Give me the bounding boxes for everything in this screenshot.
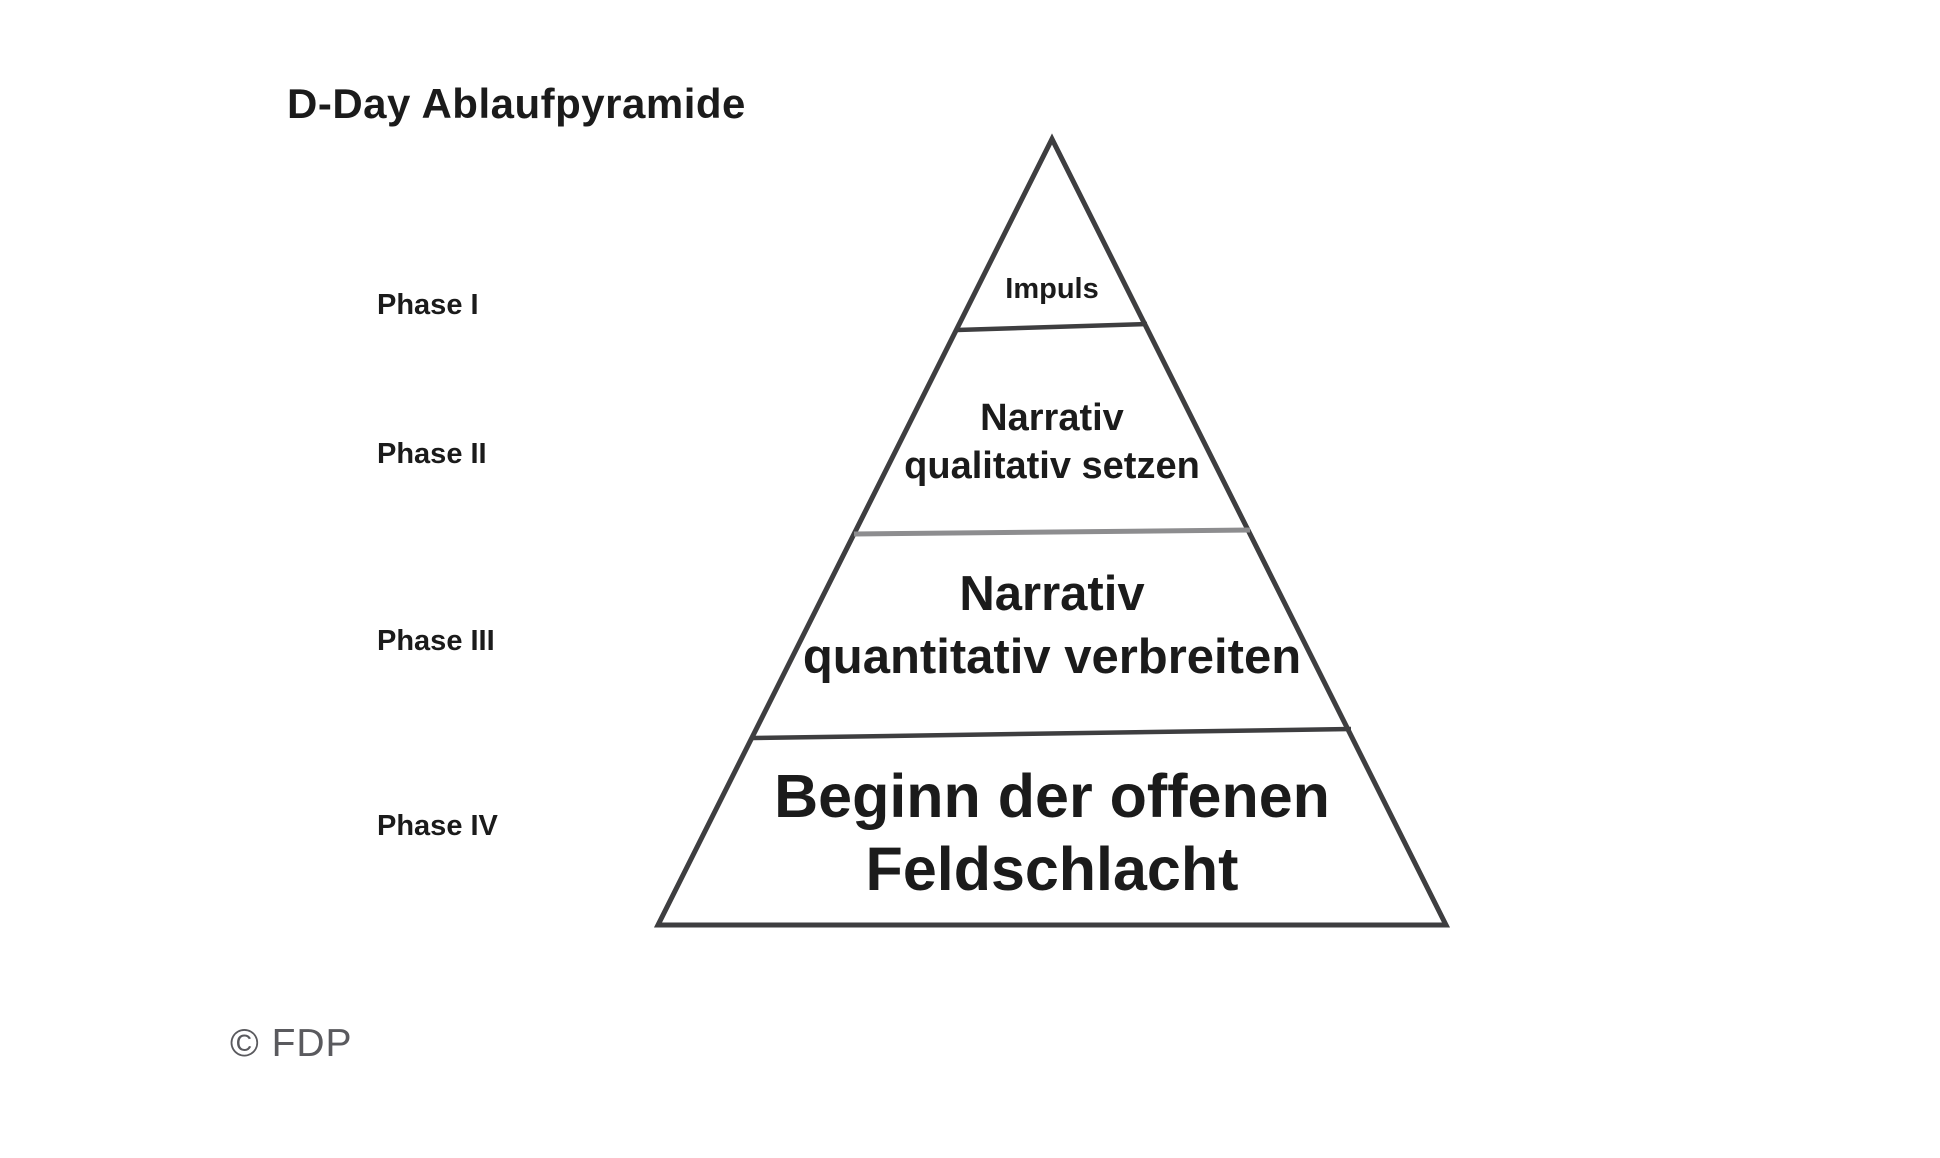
- pyramid-level-2-line-1: Narrativ: [980, 397, 1124, 439]
- diagram-title: D-Day Ablaufpyramide: [287, 80, 746, 127]
- pyramid-level-4-line-1: Beginn der offenen: [774, 762, 1330, 830]
- pyramid-level-2-text: Narrativ qualitativ setzen: [904, 394, 1200, 490]
- divider-phase3-4: [752, 726, 1352, 741]
- pyramid-level-4-line-2: Feldschlacht: [865, 835, 1239, 903]
- pyramid-level-1-text: Impuls: [1005, 271, 1098, 307]
- divider-phase2-3: [853, 527, 1251, 537]
- pyramid-level-3-line-1: Narrativ: [959, 567, 1145, 621]
- phase-label-3: Phase III: [377, 625, 495, 657]
- pyramid-level-1-line-1: Impuls: [1005, 273, 1099, 305]
- divider-phase1-2: [956, 321, 1148, 333]
- pyramid-level-2-line-2: qualitativ setzen: [904, 445, 1200, 487]
- copyright-label: © FDP: [230, 1022, 353, 1065]
- phase-label-4: Phase IV: [377, 810, 498, 842]
- pyramid-level-4-text: Beginn der offenen Feldschlacht: [774, 760, 1330, 906]
- pyramid-level-3-text: Narrativ quantitativ verbreiten: [803, 563, 1301, 689]
- phase-label-2: Phase II: [377, 438, 487, 470]
- phase-label-1: Phase I: [377, 289, 479, 321]
- pyramid-level-3-line-2: quantitativ verbreiten: [802, 630, 1302, 684]
